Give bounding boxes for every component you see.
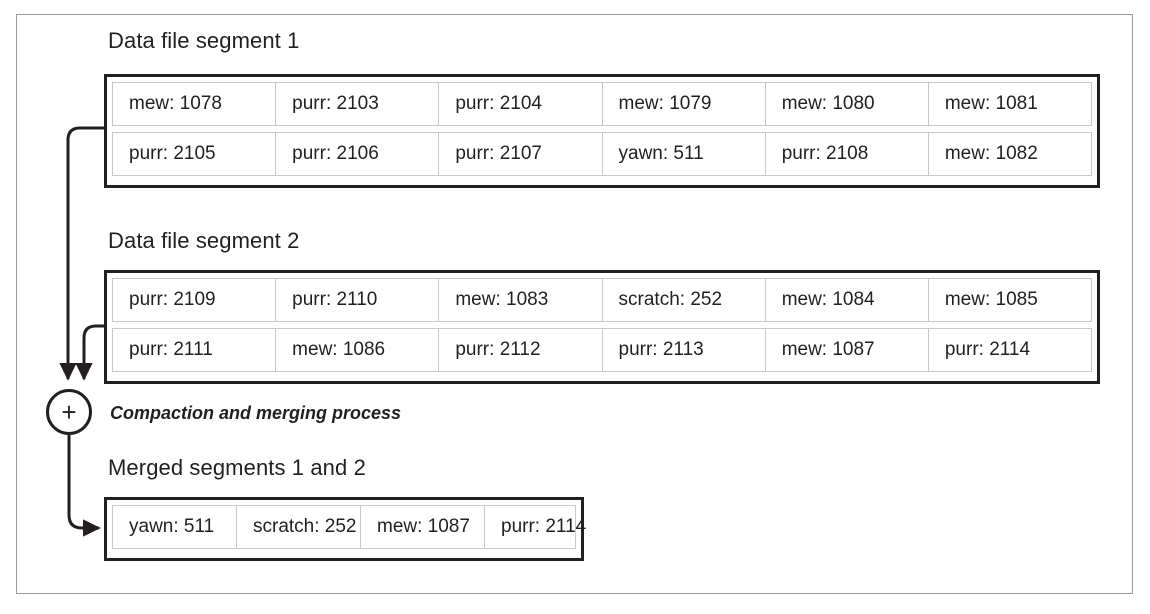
merged-cell: mew: 1087	[361, 506, 485, 548]
merged-cell: purr: 2114	[501, 516, 587, 537]
segment-cell: purr: 2108	[766, 133, 929, 175]
merged-cell: yawn: 511	[113, 506, 237, 548]
segment-cell: purr: 2103	[276, 83, 440, 125]
segment-1-row-2: purr: 2105 purr: 2106 purr: 2107 yawn: 5…	[112, 132, 1092, 176]
segment-cell: purr: 2113	[603, 329, 766, 371]
segment-cell: mew: 1083	[439, 279, 603, 321]
segment-2-caption: Data file segment 2	[108, 228, 300, 253]
segment-cell: yawn: 511	[603, 133, 766, 175]
segment-cell: mew: 1085	[944, 289, 1038, 310]
segment-cell: mew: 1084	[766, 279, 929, 321]
segment-2-row-1: purr: 2109 purr: 2110 mew: 1083 scratch:…	[112, 278, 1092, 322]
segment-2-box: purr: 2109 purr: 2110 mew: 1083 scratch:…	[104, 270, 1100, 384]
segment-cell: purr: 2107	[439, 133, 603, 175]
segment-cell: purr: 2105	[113, 133, 277, 175]
segment-1-box: mew: 1078 purr: 2103 purr: 2104 mew: 107…	[104, 74, 1100, 188]
segment-cell: purr: 2106	[276, 133, 440, 175]
segment-cell: mew: 1078	[113, 83, 277, 125]
segment-cell: purr: 2114	[944, 339, 1031, 360]
segment-cell: purr: 2112	[439, 329, 603, 371]
segment-cell: mew: 1079	[603, 83, 766, 125]
segment-cell: mew: 1081	[944, 93, 1038, 114]
segment-1-caption: Data file segment 1	[108, 28, 300, 53]
merge-plus-node: +	[46, 389, 92, 435]
segment-1-row-1: mew: 1078 purr: 2103 purr: 2104 mew: 107…	[112, 82, 1092, 126]
merged-caption: Merged segments 1 and 2	[108, 455, 366, 480]
compaction-process-label: Compaction and merging process	[110, 403, 402, 423]
segment-2-row-2: purr: 2111 mew: 1086 purr: 2112 purr: 21…	[112, 328, 1092, 372]
segment-cell: mew: 1080	[766, 83, 929, 125]
segment-cell: mew: 1087	[766, 329, 929, 371]
segment-cell: mew: 1086	[276, 329, 440, 371]
merged-row-1: yawn: 511 scratch: 252 mew: 1087 purr: 2…	[112, 505, 586, 549]
segment-cell: purr: 2109	[113, 279, 277, 321]
merged-cell: scratch: 252	[237, 506, 361, 548]
segment-cell: mew: 1082	[944, 143, 1038, 164]
segment-cell: purr: 2111	[113, 329, 277, 371]
segment-cell: scratch: 252	[603, 279, 766, 321]
segment-cell: purr: 2110	[276, 279, 440, 321]
merged-box: yawn: 511 scratch: 252 mew: 1087 purr: 2…	[104, 497, 586, 561]
segment-cell: purr: 2104	[439, 83, 603, 125]
